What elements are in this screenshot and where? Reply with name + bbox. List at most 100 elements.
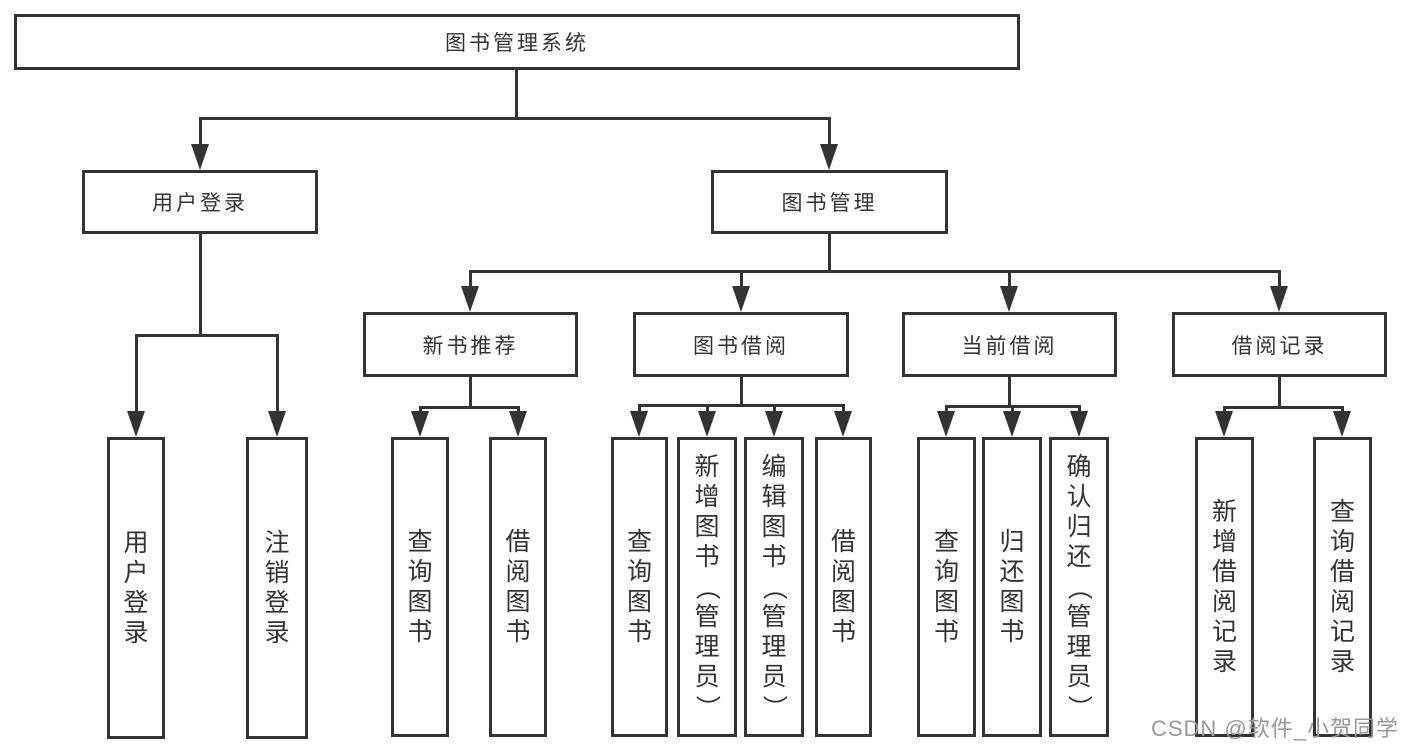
connector-drop	[468, 271, 472, 288]
arrowhead-down-icon	[732, 286, 750, 312]
node-label-vertical: 归还图书	[985, 440, 1039, 734]
connector-bus	[134, 333, 279, 337]
node-leaf-confirm-return: 确认归还（管理员）	[1049, 437, 1109, 737]
vertical-char: 归	[1066, 512, 1092, 541]
connector-stem	[1277, 377, 1281, 407]
vertical-char: 理	[1066, 632, 1092, 661]
node-leaf-edit-book: 编辑图书（管理员）	[744, 437, 804, 737]
arrowhead-down-icon	[1333, 411, 1351, 437]
vertical-char: ）	[693, 694, 722, 720]
vertical-char: 编	[761, 452, 787, 481]
connector-drop	[1277, 271, 1281, 288]
connector-drop	[944, 406, 948, 413]
vertical-char: 询	[933, 557, 959, 586]
vertical-char: 查	[626, 527, 652, 556]
vertical-char: 还	[999, 557, 1025, 586]
connector-drop	[772, 405, 776, 413]
connector-stem	[198, 234, 202, 335]
vertical-char: 书	[407, 617, 433, 646]
vertical-char: 图	[694, 512, 720, 541]
node-label-vertical: 新增图书（管理员）	[680, 440, 734, 734]
vertical-char: 理	[761, 632, 787, 661]
node-label: 图书借阅	[693, 334, 789, 358]
node-leaf-logout: 注销登录	[246, 437, 308, 739]
vertical-char: 用	[123, 528, 149, 557]
node-leaf-query-book-1: 查询图书	[391, 437, 449, 737]
node-current-borrow: 当前借阅	[902, 312, 1117, 377]
arrowhead-down-icon	[698, 411, 716, 437]
vertical-char: 管	[761, 602, 787, 631]
connector-drop	[827, 118, 831, 146]
connector-drop	[134, 335, 138, 413]
arrowhead-down-icon	[937, 411, 955, 437]
node-user-login-branch: 用户登录	[82, 170, 318, 234]
arrowhead-down-icon	[834, 411, 852, 437]
vertical-char: 图	[830, 587, 856, 616]
vertical-char: 图	[407, 587, 433, 616]
arrowhead-down-icon	[127, 411, 145, 437]
vertical-char: 户	[123, 558, 149, 587]
vertical-char: 阅	[830, 557, 856, 586]
node-leaf-return-book: 归还图书	[982, 437, 1042, 737]
connector-stem	[468, 377, 472, 407]
node-label: 借阅记录	[1231, 334, 1328, 358]
arrowhead-down-icon	[1000, 286, 1018, 312]
node-leaf-add-borrow-record: 新增借阅记录	[1195, 437, 1254, 737]
vertical-char: 管	[1066, 602, 1092, 631]
vertical-char: 借	[1329, 557, 1355, 586]
vertical-char: 询	[407, 557, 433, 586]
vertical-char: 管	[694, 602, 720, 631]
vertical-char: 记	[1329, 617, 1355, 646]
vertical-char: 录	[1329, 647, 1355, 676]
vertical-char: 书	[933, 617, 959, 646]
vertical-char: 图	[999, 587, 1025, 616]
arrowhead-down-icon	[461, 286, 479, 312]
connector-drop	[1077, 406, 1081, 413]
node-label: 图书管理系统	[445, 32, 589, 55]
arrowhead-down-icon	[1270, 286, 1288, 312]
connector-drop	[275, 335, 279, 413]
node-label-vertical: 借阅图书	[492, 440, 544, 734]
arrowhead-down-icon	[1003, 411, 1021, 437]
connector-drop	[739, 271, 743, 288]
vertical-char: （	[760, 574, 789, 600]
vertical-char: 书	[505, 617, 531, 646]
connector-drop	[637, 405, 641, 413]
node-label-vertical: 查询图书	[394, 440, 446, 734]
node-leaf-query-book-3: 查询图书	[917, 437, 976, 737]
connector-drop	[841, 405, 845, 413]
node-book-borrow: 图书借阅	[633, 312, 849, 377]
node-leaf-add-book: 新增图书（管理员）	[677, 437, 737, 737]
arrowhead-down-icon	[191, 144, 209, 170]
vertical-char: 理	[694, 632, 720, 661]
vertical-char: 查	[1329, 497, 1355, 526]
connector-drop	[1340, 407, 1344, 413]
connector-drop	[418, 407, 422, 413]
vertical-char: 员	[761, 662, 787, 691]
vertical-char: 新	[694, 452, 720, 481]
vertical-char: 图	[626, 587, 652, 616]
node-leaf-user-login: 用户登录	[107, 437, 165, 739]
node-label-vertical: 确认归还（管理员）	[1052, 440, 1106, 734]
vertical-char: 录	[123, 618, 149, 647]
vertical-char: 书	[999, 617, 1025, 646]
vertical-char: 阅	[505, 557, 531, 586]
node-label-vertical: 借阅图书	[818, 440, 869, 734]
node-book-management-branch: 图书管理	[711, 170, 948, 234]
connector-stem	[739, 377, 743, 405]
vertical-char: 登	[264, 588, 290, 617]
node-label: 新书推荐	[422, 334, 519, 358]
arrowhead-down-icon	[1215, 411, 1233, 437]
vertical-char: 认	[1066, 482, 1092, 511]
node-label: 用户登录	[152, 192, 248, 215]
node-leaf-borrow-book-1: 借阅图书	[489, 437, 547, 737]
connector-stem	[1007, 377, 1011, 406]
node-label: 图书管理	[781, 192, 878, 215]
vertical-char: 归	[999, 527, 1025, 556]
vertical-char: ）	[1065, 694, 1094, 720]
vertical-char: 辑	[761, 482, 787, 511]
vertical-char: 查	[407, 527, 433, 556]
arrowhead-down-icon	[509, 411, 527, 437]
node-label-vertical: 注销登录	[249, 440, 305, 736]
